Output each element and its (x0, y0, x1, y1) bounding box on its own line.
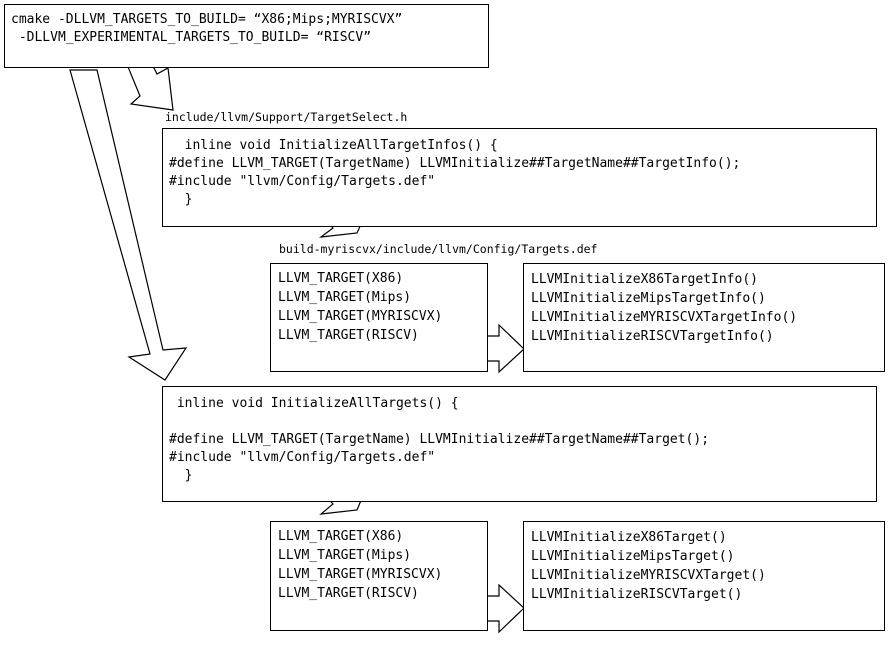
target-infos-line-1: inline void InitializeAllTargetInfos() { (169, 138, 498, 153)
cmake-line-2: -DLLVM_EXPERIMENTAL_TARGETS_TO_BUILD= “R… (11, 30, 372, 45)
def2-line-1: LLVM_TARGET(X86) (278, 529, 404, 544)
info-result-line-1: LLVMInitializeX86TargetInfo() (531, 272, 758, 287)
initialize-all-target-infos-box: inline void InitializeAllTargetInfos() {… (162, 128, 877, 227)
target-info-result-box: LLVMInitializeX86TargetInfo() LLVMInitia… (523, 263, 885, 372)
cmake-command-box: cmake -DLLVM_TARGETS_TO_BUILD= “X86;Mips… (4, 4, 489, 68)
cmake-line-1: cmake -DLLVM_TARGETS_TO_BUILD= “X86;Mips… (11, 12, 403, 27)
target-result-line-1: LLVMInitializeX86Target() (531, 530, 727, 545)
targets-def-path-label: build-myriscvx/include/llvm/Config/Targe… (279, 242, 598, 256)
initialize-all-targets-box: inline void InitializeAllTargets() { #de… (162, 386, 877, 502)
def1-line-3: LLVM_TARGET(MYRISCVX) (278, 309, 443, 324)
info-result-line-4: LLVMInitializeRISCVTargetInfo() (531, 329, 774, 344)
target-infos-line-2: #define LLVM_TARGET(TargetName) LLVMInit… (169, 156, 741, 171)
all-targets-line-3: #define LLVM_TARGET(TargetName) LLVMInit… (169, 432, 710, 447)
target-result-line-2: LLVMInitializeMipsTarget() (531, 549, 735, 564)
targets-def-box-2: LLVM_TARGET(X86) LLVM_TARGET(Mips) LLVM_… (270, 521, 488, 631)
def2-line-4: LLVM_TARGET(RISCV) (278, 586, 419, 601)
def1-line-1: LLVM_TARGET(X86) (278, 271, 404, 286)
target-select-path-label: include/llvm/Support/TargetSelect.h (165, 110, 408, 124)
info-result-line-3: LLVMInitializeMYRISCVXTargetInfo() (531, 310, 798, 325)
target-infos-line-4: } (169, 192, 193, 207)
targets-def-box-1: LLVM_TARGET(X86) LLVM_TARGET(Mips) LLVM_… (270, 263, 488, 372)
target-infos-line-3: #include "llvm/Config/Targets.def" (169, 174, 436, 189)
info-result-line-2: LLVMInitializeMipsTargetInfo() (531, 291, 766, 306)
target-result-line-3: LLVMInitializeMYRISCVXTarget() (531, 568, 766, 583)
all-targets-line-4: #include "llvm/Config/Targets.def" (169, 450, 436, 465)
target-result-line-4: LLVMInitializeRISCVTarget() (531, 587, 743, 602)
all-targets-line-1: inline void InitializeAllTargets() { (169, 396, 459, 411)
all-targets-line-5: } (169, 468, 193, 483)
def1-line-4: LLVM_TARGET(RISCV) (278, 328, 419, 343)
def2-line-3: LLVM_TARGET(MYRISCVX) (278, 567, 443, 582)
long-down-arrow (69, 69, 188, 381)
def2-line-2: LLVM_TARGET(Mips) (278, 548, 412, 563)
def1-line-2: LLVM_TARGET(Mips) (278, 290, 412, 305)
target-result-box: LLVMInitializeX86Target() LLVMInitialize… (523, 521, 885, 631)
